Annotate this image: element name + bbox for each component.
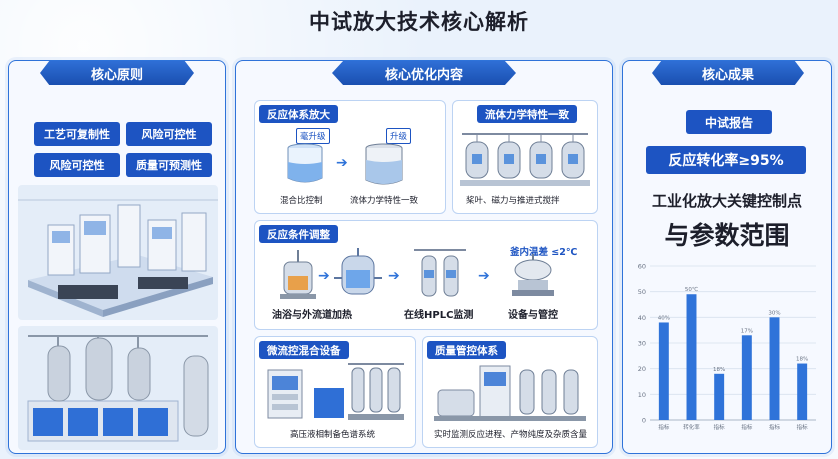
y-tick-label-0: 0: [642, 417, 646, 425]
report-badge: 中试报告: [686, 110, 772, 134]
fluid-caption: 桨叶、磁力与推进式搅拌: [466, 196, 560, 206]
condition-arrow-1-icon: ➔: [318, 268, 330, 284]
x-tick-label-1: 转化率: [683, 423, 700, 431]
principle-tag-4: 质量可预测性: [126, 153, 212, 177]
bar-1: [686, 294, 697, 420]
page-title: 中试放大技术核心解析: [309, 10, 529, 34]
pilot-plant-illustration: [18, 326, 218, 450]
y-tick-label-2: 20: [638, 365, 646, 373]
middle-heading: 核心优化内容: [332, 61, 516, 85]
x-tick-label-5: 指标: [797, 423, 809, 431]
bar-data-label-3: 17%: [741, 328, 753, 334]
bar-data-label-0: 40%: [658, 315, 670, 321]
scale-heading: 反应体系放大: [259, 105, 338, 123]
temperature-label: 釜内温差 ≤2℃: [510, 247, 578, 258]
bar-data-label-4: 30%: [768, 310, 780, 316]
principle-tag-2: 风险可控性: [126, 122, 212, 146]
y-tick-label-6: 60: [638, 263, 646, 271]
scale-arrow-icon: ➔: [336, 155, 348, 171]
right-heading: 核心成果: [652, 61, 804, 85]
condition-arrow-3-icon: ➔: [478, 268, 490, 284]
jacket-reactor-illustration: [334, 248, 382, 295]
bar-3: [741, 335, 752, 420]
conversion-badge: 反应转化率≥95%: [646, 146, 806, 174]
stirred-reactors-illustration: [460, 133, 590, 186]
quality-caption: 实时监测反应进程、产物纯度及杂质含量: [434, 430, 588, 440]
beaker-small-icon: [287, 143, 323, 183]
control-equipment-illustration: [512, 254, 554, 296]
bar-0: [658, 322, 669, 420]
micro-caption: 高压液相制备色谱系统: [290, 430, 376, 440]
left-heading: 核心原则: [40, 61, 194, 85]
x-tick-label-3: 指标: [741, 423, 753, 431]
scale-section: 反应体系放大: [254, 100, 446, 214]
bar-2: [714, 373, 725, 420]
y-tick-label-1: 10: [638, 391, 646, 399]
ml-scale-label: 毫升级: [296, 128, 330, 144]
bar-5: [797, 363, 808, 420]
results-bar-chart: 0 10 20 30 40 50 60 40% 指标 50℃ 转化率 18% 指标 17% 指标 30% 指标 1…: [638, 263, 816, 431]
result-line-2: 与参数范围: [664, 221, 790, 250]
bar-data-label-1: 50℃: [685, 286, 698, 293]
quality-heading: 质量管控体系: [427, 341, 506, 359]
y-tick-label-5: 50: [638, 288, 646, 296]
scale-caption-1: 混合比控制: [280, 196, 323, 206]
x-tick-label-4: 指标: [769, 423, 781, 431]
result-line-1: 工业化放大关键控制点: [651, 192, 802, 210]
condition-caption-3: 设备与管控: [508, 310, 558, 321]
condition-caption-1: 油浴与外流道加热: [272, 310, 352, 321]
bar-data-label-2: 18%: [713, 367, 725, 373]
x-tick-label-2: 指标: [714, 423, 726, 431]
microfluidic-equipment-illustration: [267, 363, 404, 420]
l-scale-label: 升级: [386, 128, 412, 144]
x-tick-label-0: 指标: [658, 423, 670, 431]
lab-bench-illustration: [18, 185, 218, 320]
y-tick-label-4: 40: [638, 314, 646, 322]
bar-data-label-5: 18%: [796, 357, 808, 363]
oil-bath-illustration: [280, 250, 316, 299]
principle-tag-1: 工艺可复制性: [34, 122, 120, 146]
principle-tag-3: 风险可控性: [34, 153, 120, 177]
beaker-large-icon: [365, 143, 403, 185]
hplc-column-illustration: [414, 249, 466, 297]
condition-caption-2: 在线HPLC监测: [404, 310, 474, 321]
condition-heading: 反应条件调整: [259, 225, 338, 243]
fluid-heading: 流体力学特性一致: [477, 105, 577, 123]
micro-heading: 微流控混合设备: [259, 341, 349, 359]
scale-caption-2: 流体力学特性一致: [350, 196, 419, 206]
quality-equipment-illustration: [434, 365, 586, 421]
bar-4: [769, 317, 780, 420]
condition-arrow-2-icon: ➔: [388, 268, 400, 284]
y-tick-label-3: 30: [638, 340, 646, 348]
